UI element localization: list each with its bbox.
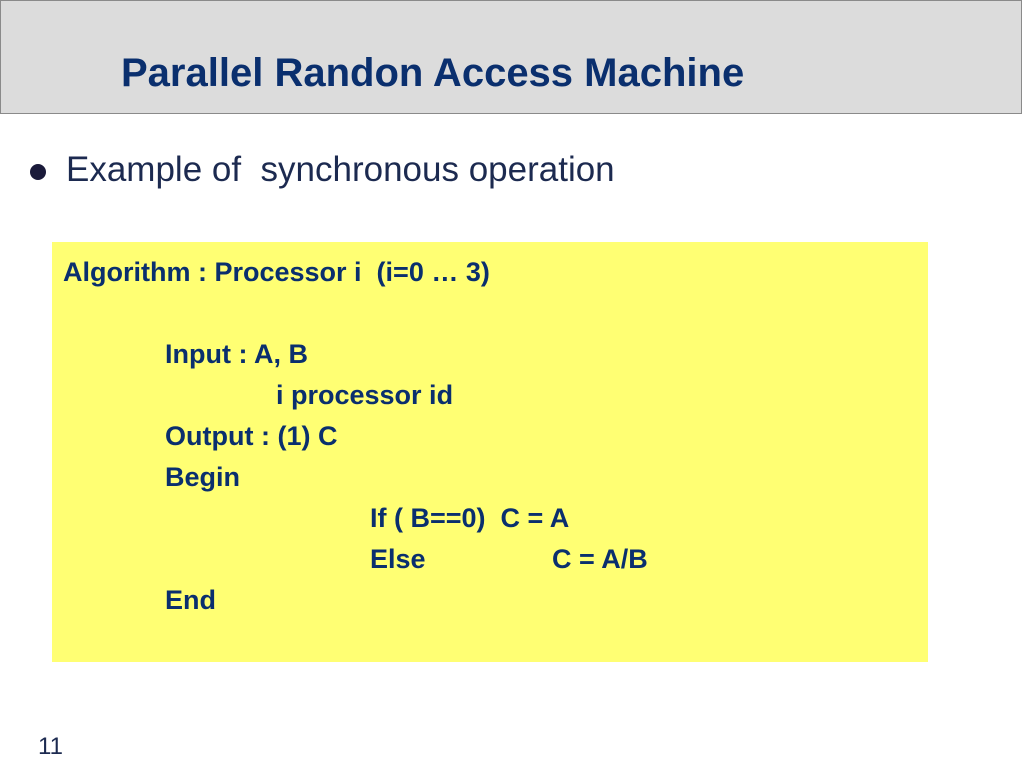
algorithm-else-assignment: C = A/B — [552, 544, 648, 574]
title-bar: Parallel Randon Access Machine — [0, 0, 1022, 114]
algorithm-input-line: Input : A, B — [165, 339, 308, 369]
algorithm-header: Algorithm : Processor i (i=0 … 3) — [63, 257, 490, 287]
slide-title: Parallel Randon Access Machine — [121, 51, 745, 95]
page-number: 11 — [38, 733, 63, 760]
algorithm-begin: Begin — [165, 462, 241, 492]
bullet-text: Example of synchronous operation — [66, 150, 615, 189]
bullet-item: Example of synchronous operation — [30, 148, 615, 192]
algorithm-if-statement: If ( B==0) C = A — [370, 503, 570, 533]
algorithm-end: End — [165, 585, 216, 615]
algorithm-input-detail: i processor id — [276, 380, 454, 410]
algorithm-output-line: Output : (1) C — [165, 421, 338, 451]
bullet-dot-icon — [30, 164, 46, 180]
algorithm-box: Algorithm : Processor i (i=0 … 3) Input … — [52, 242, 928, 662]
algorithm-else-keyword: Else — [370, 544, 426, 574]
